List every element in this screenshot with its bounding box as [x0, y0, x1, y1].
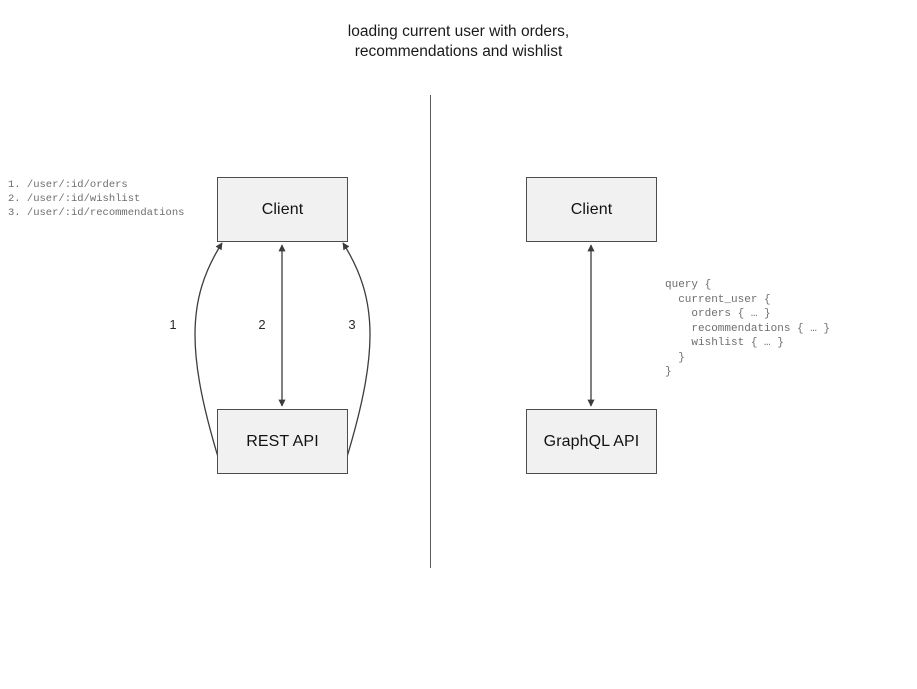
- edge-label-2: 2: [258, 317, 266, 332]
- edge-label-3: 3: [348, 317, 356, 332]
- node-client-rest[interactable]: Client: [217, 177, 348, 242]
- node-rest-api[interactable]: REST API: [217, 409, 348, 474]
- rest-endpoint-list: 1. /user/:id/orders 2. /user/:id/wishlis…: [8, 179, 185, 220]
- node-graphql-api[interactable]: GraphQL API: [526, 409, 657, 474]
- diagram-title-line-2: recommendations and wishlist: [354, 43, 563, 60]
- diagram-title: loading current user with orders, recomm…: [0, 22, 917, 62]
- diagram-title-line-1: loading current user with orders,: [347, 23, 570, 40]
- node-client-graphql[interactable]: Client: [526, 177, 657, 242]
- panel-divider: [430, 95, 431, 568]
- edge-label-1: 1: [169, 317, 177, 332]
- graphql-query-snippet: query { current_user { orders { … } reco…: [665, 279, 831, 378]
